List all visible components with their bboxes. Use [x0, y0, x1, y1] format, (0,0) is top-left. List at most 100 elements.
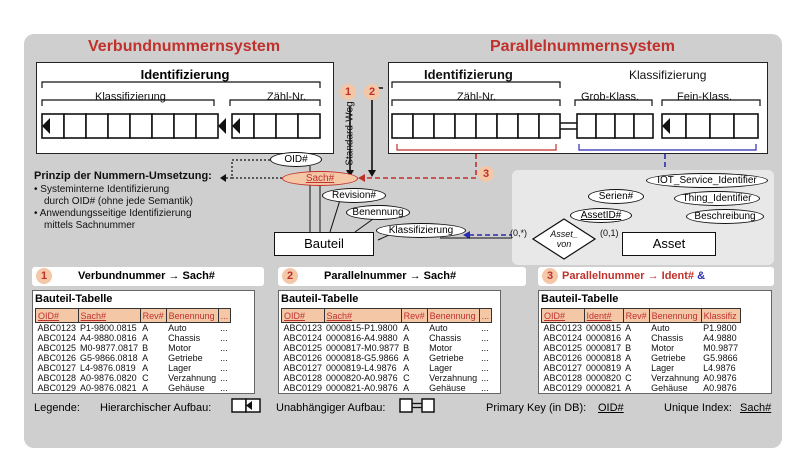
table-3-col: Rev#	[622, 308, 650, 323]
table-cell: ABC0129	[37, 383, 77, 393]
table-cell: ABC0126	[283, 353, 323, 363]
table-2: Bauteil-Tabelle OID# Sach# Rev# Benennun…	[278, 290, 501, 394]
table-cell: ABC0128	[283, 373, 323, 383]
table-cell: ABC0129	[283, 383, 323, 393]
attr-klassifizierung: Klassifizierung	[376, 223, 466, 238]
table-cell: Getriebe	[651, 353, 686, 363]
table-cell: ABC0126	[543, 353, 583, 363]
table-3-col: Benennung	[648, 308, 702, 323]
table-1-col: Benennung	[165, 308, 219, 323]
table-3: Bauteil-Tabelle OID# Ident# Rev# Benennu…	[538, 290, 772, 394]
table-cell: A	[142, 353, 149, 363]
table-cell: A4-9880.0816	[80, 333, 137, 343]
table-cell: A0-9876.0820	[80, 373, 137, 383]
title-verbund: Verbundnummernsystem	[88, 38, 281, 55]
table-cell: ...	[481, 333, 489, 343]
table-cell: A0.9876	[703, 373, 737, 383]
table-cell: ABC0129	[543, 383, 583, 393]
relation-label: Asset_von	[550, 229, 578, 249]
table-cell: ABC0124	[543, 333, 583, 343]
card-left: (0,*)	[510, 228, 528, 238]
table-1-col: ...	[217, 308, 232, 323]
table-cell: B	[625, 343, 632, 353]
table-cell: ABC0126	[37, 353, 77, 363]
table-cell: A	[625, 383, 632, 393]
attr-assetid: AssetID#	[570, 208, 632, 223]
table-3-grid: OID# Ident# Rev# Benennung Klassifiz ABC…	[541, 308, 741, 393]
table-cell: P1.9800	[703, 323, 737, 333]
table-cell: Chassis	[651, 333, 684, 343]
table-cell: 0000821	[586, 383, 622, 393]
attr-sach: Sach#	[282, 171, 358, 186]
table-cell: G5-9866.0818	[80, 353, 138, 363]
table-cell: 0000820	[586, 373, 622, 383]
table-3-col: OID#	[541, 308, 585, 323]
table-cell: ABC0127	[543, 363, 583, 373]
principle-bullet-2b: mittels Sachnummer	[44, 220, 136, 231]
table-cell: Auto	[168, 323, 187, 333]
table-cell: Lager	[429, 363, 453, 373]
table-3-col: Klassifiz	[700, 308, 741, 323]
legend-label: Legende:	[34, 402, 80, 414]
table-2-col: ...	[478, 308, 493, 323]
table-cell: ...	[220, 373, 228, 383]
attr-thing: Thing_Identifier	[674, 191, 760, 206]
table-cell: ...	[220, 333, 228, 343]
table-cell: Auto	[429, 323, 448, 333]
table-cell: Motor	[168, 343, 192, 353]
table-cell: 0000819	[586, 363, 622, 373]
legend-ui-label: Unique Index:	[664, 402, 732, 414]
entity-bauteil: Bauteil	[274, 232, 374, 256]
table-cell: 0000818-G5.9866	[326, 353, 399, 363]
table-cell: M0.9877	[703, 343, 739, 353]
table-cell: Auto	[651, 323, 670, 333]
principle-bullet-1: • Systeminterne Identifizierung	[34, 184, 170, 195]
table-cell: A	[403, 363, 410, 373]
table-cell: 0000819-L4.9876	[326, 363, 397, 373]
parallel-identifizierung-label: Identifizierung	[424, 67, 513, 82]
table-cell: A4.9880	[703, 333, 737, 343]
table-cell: L4-9876.0819	[80, 363, 136, 373]
table-cell: A0-9876.0821	[80, 383, 137, 393]
card-right: (0,1)	[600, 228, 619, 238]
table-cell: A0.9876	[703, 383, 737, 393]
table-cell: B	[142, 343, 149, 353]
legend-pk-label: Primary Key (in DB):	[486, 402, 587, 414]
badge-1: 1	[340, 84, 356, 100]
table-cell: ...	[481, 363, 489, 373]
table-cell: P1-9800.0815	[80, 323, 137, 333]
table-cell: Chassis	[429, 333, 462, 343]
attr-benennung: Benennung	[346, 205, 410, 220]
table-cell: Chassis	[168, 333, 201, 343]
table-cell: A	[625, 353, 632, 363]
table-cell: ...	[481, 343, 489, 353]
table-1: Bauteil-Tabelle OID# Sach# Rev# Benennun…	[32, 290, 255, 394]
table-cell: Motor	[429, 343, 453, 353]
legend-ui-value: Sach#	[740, 402, 772, 414]
table-cell: ...	[220, 343, 228, 353]
table-1-title: Bauteil-Tabelle	[35, 293, 113, 305]
table-cell: Verzahnung	[429, 373, 478, 383]
table-cell: ...	[220, 363, 228, 373]
entity-asset: Asset	[622, 232, 716, 256]
section-2: 2 Parallelnummer → Sach#	[278, 267, 526, 286]
title-parallel: Parallelnummernsystem	[490, 38, 675, 55]
table-cell: ABC0127	[37, 363, 77, 373]
table-cell: ...	[220, 323, 228, 333]
table-cell: 0000821-A0.9876	[326, 383, 398, 393]
table-cell: B	[403, 343, 410, 353]
table-cell: A	[142, 333, 149, 343]
table-cell: Getriebe	[429, 353, 464, 363]
